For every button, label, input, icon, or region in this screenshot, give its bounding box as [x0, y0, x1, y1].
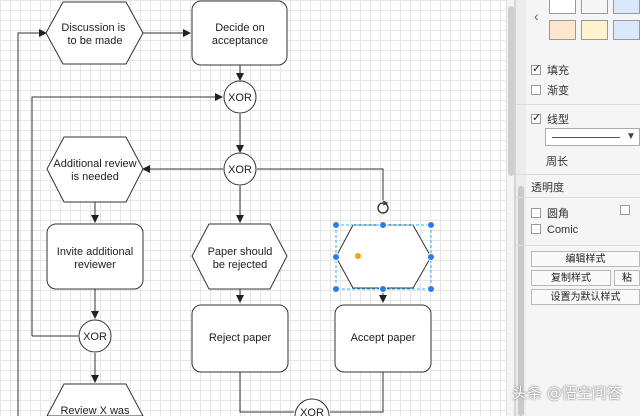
- color-swatch[interactable]: [613, 20, 640, 40]
- separator: [516, 245, 640, 246]
- comic-label: Comic: [547, 224, 579, 236]
- fill-row[interactable]: 填充: [531, 62, 569, 78]
- hexagon-additional-review[interactable]: [46, 136, 144, 203]
- resize-handle[interactable]: [427, 221, 435, 229]
- fill-label: 填充: [547, 65, 569, 77]
- color-swatch[interactable]: [549, 20, 576, 40]
- dropdown-arrow-icon: ▼: [626, 131, 636, 142]
- canvas-vertical-scrollbar[interactable]: [506, 0, 515, 416]
- color-swatch[interactable]: [581, 20, 608, 40]
- panel-divider[interactable]: [514, 0, 516, 416]
- resize-handle[interactable]: [332, 221, 340, 229]
- resize-handle[interactable]: [379, 221, 387, 229]
- label-review-x: Review X was: [60, 405, 130, 416]
- line-preview: [552, 137, 620, 138]
- comic-row[interactable]: Comic: [531, 224, 578, 236]
- hexagon-review-x[interactable]: [46, 383, 144, 416]
- color-swatch[interactable]: [613, 0, 640, 14]
- rounded-label: 圆角: [547, 208, 569, 220]
- separator: [516, 197, 640, 198]
- rect-reject-paper[interactable]: [191, 304, 289, 373]
- separator: [516, 174, 640, 175]
- shape-anchor-point[interactable]: [355, 253, 361, 259]
- edge-reject-to-bottom[interactable]: [239, 372, 294, 413]
- edge-loop-to-xor1[interactable]: [31, 93, 223, 336]
- watermark: 头条 @悟空问答: [512, 384, 622, 402]
- rounded-row[interactable]: 圆角: [531, 205, 569, 221]
- gradient-row[interactable]: 渐变: [531, 82, 569, 98]
- resize-handle[interactable]: [379, 285, 387, 293]
- shadow-checkbox[interactable]: [620, 205, 630, 215]
- xor-gateway-3[interactable]: [78, 319, 112, 353]
- rect-invite[interactable]: [46, 223, 144, 290]
- set-default-style-button[interactable]: 设置为默认样式: [531, 289, 640, 305]
- line-label: 线型: [547, 114, 569, 126]
- resize-handle[interactable]: [427, 285, 435, 293]
- shadow-checkbox-row[interactable]: [620, 205, 636, 217]
- resize-handle[interactable]: [427, 253, 435, 261]
- rotate-handle-icon[interactable]: [377, 200, 389, 214]
- resize-handle[interactable]: [332, 253, 340, 261]
- rect-decide[interactable]: [191, 0, 288, 66]
- xor-gateway-1[interactable]: [223, 80, 257, 114]
- paste-style-button[interactable]: 粘: [614, 270, 640, 286]
- edge-accept-to-bottom[interactable]: [330, 372, 384, 413]
- xor-gateway-2[interactable]: [223, 152, 257, 186]
- label-xor-bottom: XOR: [300, 407, 324, 416]
- canvas-scroll-thumb[interactable]: [508, 6, 514, 176]
- line-checkbox[interactable]: [531, 111, 541, 124]
- resize-handle[interactable]: [332, 285, 340, 293]
- hexagon-paper-rejected[interactable]: [191, 223, 288, 290]
- edge-xor2-to-selected[interactable]: [257, 168, 384, 200]
- label-xor2: XOR: [228, 164, 252, 176]
- panel-scrollbar[interactable]: [516, 0, 526, 416]
- color-swatch[interactable]: [549, 0, 576, 14]
- opacity-label: 透明度: [531, 182, 564, 194]
- rect-accept-paper[interactable]: [334, 304, 432, 373]
- label-discussion: Discussion is to be made: [61, 22, 128, 47]
- hexagon-discussion[interactable]: [45, 1, 144, 65]
- rounded-checkbox[interactable]: [531, 208, 541, 218]
- fill-checkbox[interactable]: [531, 62, 541, 75]
- edge-left-loop-to-discussion[interactable]: [17, 29, 47, 416]
- separator: [516, 104, 640, 105]
- gradient-checkbox[interactable]: [531, 85, 541, 95]
- panel-scroll-thumb[interactable]: [518, 186, 524, 416]
- comic-checkbox[interactable]: [531, 224, 541, 234]
- label-xor1: XOR: [228, 92, 252, 104]
- label-xor3: XOR: [83, 331, 107, 343]
- color-swatch[interactable]: [581, 0, 608, 14]
- selection-box[interactable]: [332, 200, 435, 293]
- hexagon-selected[interactable]: [335, 224, 432, 289]
- label-reject-paper: Reject paper: [209, 332, 272, 344]
- perimeter-label: 周长: [546, 156, 568, 168]
- line-style-select[interactable]: ▼: [545, 128, 640, 146]
- edit-style-button[interactable]: 编辑样式: [531, 251, 640, 267]
- copy-style-button[interactable]: 复制样式: [531, 270, 611, 286]
- line-row[interactable]: 线型: [531, 111, 569, 127]
- chevron-left-icon[interactable]: ‹: [534, 8, 539, 24]
- gradient-label: 渐变: [547, 85, 569, 97]
- xor-gateway-bottom[interactable]: [294, 398, 330, 416]
- label-accept-paper: Accept paper: [351, 332, 416, 344]
